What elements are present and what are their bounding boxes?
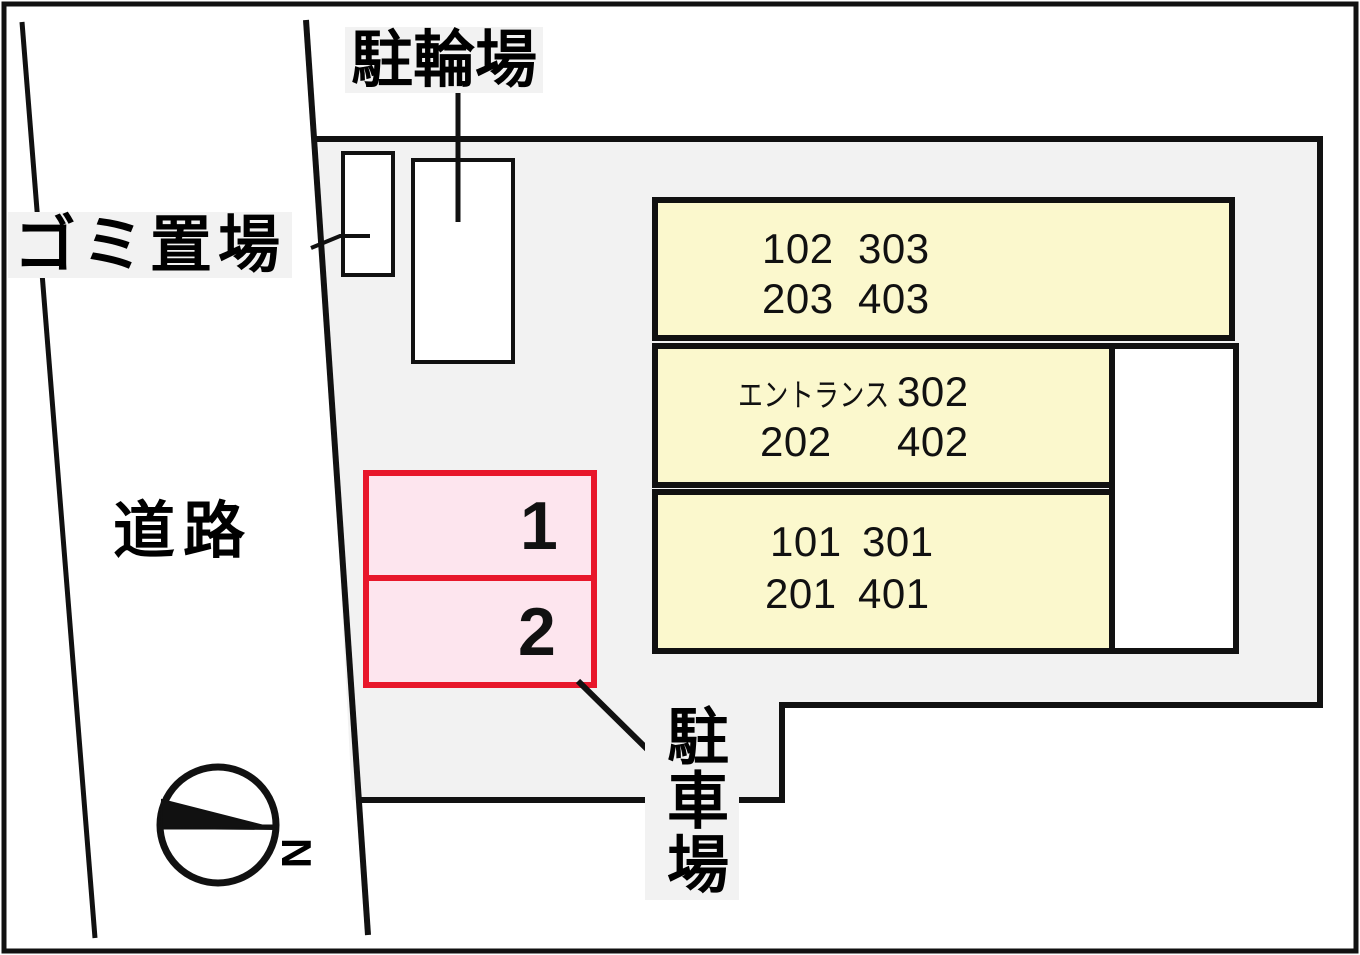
unit-label-401: 401 bbox=[858, 570, 930, 617]
unit-label-301: 301 bbox=[862, 518, 934, 565]
unit-label-302: 302 bbox=[897, 368, 969, 415]
road-label: 道路 bbox=[113, 494, 254, 567]
compass-rose bbox=[156, 763, 280, 887]
car-parking-leader-line bbox=[575, 678, 650, 752]
unit-label-303: 303 bbox=[858, 225, 930, 272]
car-parking-label: 駐車場 bbox=[645, 700, 739, 900]
garbage-area-label: ゴミ置場 bbox=[8, 212, 293, 278]
unit-label-202: 202 bbox=[760, 418, 832, 465]
parking-stall-2-number: 2 bbox=[518, 594, 556, 670]
unit-label-101: 101 bbox=[770, 518, 842, 565]
parking-stall-2-box bbox=[363, 575, 597, 688]
road-far-edge-line bbox=[19, 21, 98, 939]
building-right-wing bbox=[1109, 343, 1239, 654]
parking-stall-1-box bbox=[363, 470, 597, 581]
garbage-area-leader-line bbox=[310, 234, 370, 250]
unit-label-402: 402 bbox=[897, 418, 969, 465]
unit-label-102: 102 bbox=[762, 225, 834, 272]
compass-north-label: N bbox=[273, 837, 321, 869]
compass-needle bbox=[159, 798, 277, 830]
bicycle-parking-box bbox=[411, 158, 515, 364]
garbage-area-box bbox=[341, 151, 395, 277]
entrance-label: エントランス bbox=[738, 377, 890, 413]
unit-label-203: 203 bbox=[762, 275, 834, 322]
unit-label-201: 201 bbox=[765, 570, 837, 617]
road-near-edge-line bbox=[303, 19, 371, 936]
building-block-top bbox=[652, 197, 1235, 341]
bicycle-parking-label: 駐輪場 bbox=[345, 27, 544, 93]
unit-label-403: 403 bbox=[858, 275, 930, 322]
parking-stall-1-number: 1 bbox=[520, 488, 558, 564]
